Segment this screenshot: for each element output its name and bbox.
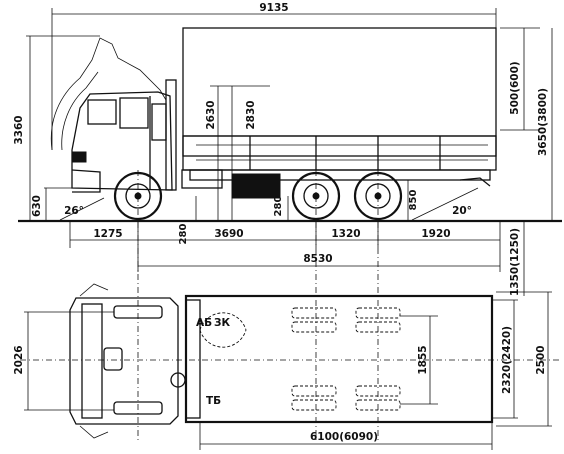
- label-cab-height: 3360: [13, 115, 25, 144]
- label-6100-6090: 6100(6090): [310, 431, 378, 443]
- cargo-body: [181, 27, 497, 199]
- label-3690: 3690: [214, 228, 243, 240]
- frame-rail: [189, 169, 491, 181]
- label-battery: АБ: [196, 317, 212, 329]
- axle2-wheel-r: [291, 385, 337, 397]
- cab-body: [71, 91, 173, 191]
- label-280-b: 280: [273, 196, 284, 217]
- label-1320: 1320: [331, 228, 360, 240]
- side-dimension-lines: [26, 8, 553, 440]
- rear-hook: [459, 177, 491, 187]
- cab-window-side: [119, 97, 149, 129]
- fuel-tank-side: [231, 173, 281, 199]
- label-2500: 2500: [535, 345, 547, 374]
- cab-top: [69, 297, 179, 425]
- mirror-left: [79, 283, 109, 297]
- battery-box-side: [181, 169, 223, 189]
- label-2320-2420: 2320(2420): [501, 326, 513, 394]
- mirror-right: [79, 425, 109, 439]
- axle3-wheel-l: [355, 307, 401, 319]
- spare-wheel-outline-2: [199, 312, 247, 331]
- label-2630: 2630: [205, 100, 217, 129]
- label-1920: 1920: [421, 228, 450, 240]
- label-500-600: 500(600): [509, 61, 521, 114]
- label-departure-angle: 20°: [452, 205, 472, 217]
- label-overall-length: 9135: [259, 2, 288, 14]
- axle2-wheel-l: [291, 307, 337, 319]
- approach-angle-line: [59, 197, 105, 221]
- cab: [71, 79, 177, 193]
- tilted-cab-inner: [61, 71, 99, 151]
- side-board: [182, 135, 497, 171]
- label-280-a: 280: [178, 224, 189, 245]
- label-8530: 8530: [303, 253, 332, 265]
- label-3650-3800: 3650(3800): [537, 88, 549, 156]
- tarpaulin-cover: [182, 27, 497, 157]
- label-2026: 2026: [13, 345, 25, 374]
- front-wheel-top-right: [113, 401, 163, 415]
- headlight: [71, 151, 87, 163]
- cab-hatch: [103, 347, 123, 371]
- label-850: 850: [408, 190, 419, 211]
- label-2830: 2830: [245, 100, 257, 129]
- departure-angle-line: [411, 187, 479, 221]
- axle2-wheel-r2: [291, 399, 337, 411]
- label-1350-1250: 1350(1250): [509, 228, 521, 296]
- windshield-top: [81, 303, 103, 419]
- label-front-clearance: 630: [31, 195, 43, 217]
- front-board-top: [185, 299, 201, 419]
- bumper: [71, 169, 101, 193]
- top-view: АБ ЗК ТБ 2026 1855 2320(2420) 2500 6100(…: [13, 283, 560, 450]
- axle3-wheel-r: [355, 385, 401, 397]
- label-1855: 1855: [417, 345, 429, 374]
- cab-window-front: [87, 99, 117, 125]
- spare-wheel-outline: [199, 329, 247, 348]
- axle2-wheel-l2: [291, 321, 337, 333]
- label-spare-wheel: ЗК: [214, 317, 230, 329]
- axle3-wheel-l2: [355, 321, 401, 333]
- axle3-wheel-r2: [355, 399, 401, 411]
- side-view: 9135 3360 630 26° 2630 2830 500(600) 365…: [13, 2, 562, 440]
- platform-top: [184, 294, 494, 424]
- label-fuel-tank: ТБ: [206, 395, 221, 407]
- label-approach-angle: 26°: [64, 205, 84, 217]
- label-1275: 1275: [93, 228, 122, 240]
- exhaust-stack: [165, 79, 177, 191]
- cab-side-box: [151, 103, 167, 141]
